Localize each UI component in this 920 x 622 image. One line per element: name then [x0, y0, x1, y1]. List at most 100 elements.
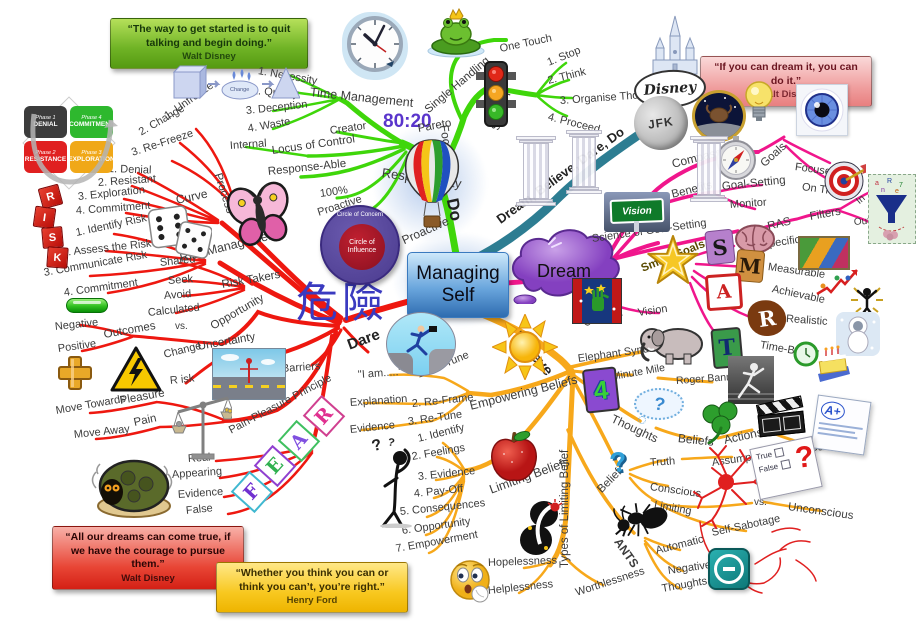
- label-risk-2: R isk: [169, 372, 195, 387]
- true-checkbox: [773, 447, 785, 458]
- fear-letter: F: [239, 479, 265, 505]
- traffic-light-icon: [474, 60, 518, 134]
- elephant-icon: [638, 320, 708, 366]
- svg-text:?: ?: [370, 436, 384, 455]
- turtle-icon: [88, 450, 174, 524]
- quote-author: Walt Disney: [182, 51, 236, 63]
- growth-chart-climbers-icon: [815, 266, 861, 298]
- tile-letter-a: A: [704, 272, 744, 312]
- label-explanation: Explanation: [349, 393, 408, 409]
- tile-letter-r: R: [745, 297, 789, 339]
- svg-text:a: a: [875, 180, 879, 187]
- label-pain: Pain: [132, 412, 158, 429]
- label-stop-1: 1. Stop: [545, 44, 583, 69]
- sun-icon: [490, 312, 560, 382]
- blue-question-icon: ?: [607, 445, 630, 479]
- ice-change-label: Change: [230, 87, 250, 93]
- quote-text: “All our dreams can come true, if we hav…: [65, 531, 231, 571]
- phase-name: EXPLORATION: [68, 156, 115, 164]
- electric-warning-icon: [108, 344, 164, 394]
- false-checkbox: [779, 459, 791, 470]
- ant-icon: [605, 494, 673, 546]
- scales-icon: [171, 388, 235, 464]
- svg-text:e: e: [895, 188, 899, 195]
- fear-letter: A: [285, 428, 313, 454]
- label-truth: Truth: [649, 455, 676, 469]
- label-outcomes: Outcomes: [102, 319, 157, 341]
- plus-cross-icon: [56, 354, 94, 392]
- frog-prince-icon: [426, 7, 486, 58]
- label-barriers: Barriers: [281, 360, 321, 375]
- clock-icon: [342, 12, 408, 80]
- svg-text:R: R: [887, 178, 892, 185]
- quote-text: “If you can dream it, you can do it.”: [714, 61, 858, 87]
- risk-block: K: [46, 246, 69, 269]
- four-minute-mile-tile: 4: [581, 366, 621, 414]
- winner-figure-icon: [848, 282, 886, 318]
- circle-of-concern-icon: Circle of Concern Circle of Influence: [320, 205, 400, 285]
- false-label: False: [757, 461, 779, 475]
- label-move-towards: Move Towards: [54, 392, 127, 417]
- circle-of-influence: Circle of Influence: [339, 224, 385, 270]
- label-time-management: Time Management: [309, 85, 414, 110]
- true-label: True: [755, 449, 773, 462]
- tightrope-road-icon: [212, 348, 286, 400]
- compass-icon: [714, 136, 758, 180]
- label-worthlessness: Worthlessness: [573, 565, 647, 599]
- circle-concern-label: Circle of Concern: [336, 212, 384, 218]
- label-avoid: Avoid: [163, 288, 192, 302]
- risk-letter: K: [53, 251, 62, 264]
- label-thoughts-ant: Thoughts: [660, 575, 709, 595]
- quote-henry-ford: “Whether you think you can or think you …: [216, 562, 408, 613]
- pillar-icon: [690, 136, 728, 202]
- risk-letter: S: [48, 231, 57, 244]
- svg-text:n: n: [881, 187, 885, 194]
- label-move-away: Move Away: [73, 423, 131, 441]
- label-monitor: Monitor: [729, 196, 767, 211]
- svg-text:?: ?: [387, 436, 396, 449]
- dare-label: Dare: [345, 326, 383, 354]
- change-phases-quadrant: Phase 1 DENIAL Phase 4 COMMITMENT Phase …: [14, 96, 124, 194]
- phase-name: COMMITMENT: [69, 121, 114, 129]
- central-title-line1: Managing: [416, 263, 500, 285]
- label-risk-takers: Risk Takers: [220, 268, 282, 291]
- label-fear-false: False: [185, 502, 214, 517]
- clover-icon: [696, 400, 742, 445]
- label-opportunity: Opportunity: [208, 292, 267, 333]
- red-question-icon: ?: [793, 440, 815, 475]
- label-reframe: 2. Re-Frame: [411, 391, 474, 410]
- phase-name: RESISTANCE: [24, 156, 67, 164]
- label-calculated: Calculated: [147, 301, 201, 319]
- risk-block: I: [32, 205, 57, 230]
- quote-author: Henry Ford: [286, 595, 338, 607]
- qmark: ?: [651, 392, 667, 415]
- hot-air-balloon-icon: [398, 138, 466, 234]
- tile-letter: R: [756, 304, 778, 332]
- label-fear-evidence: Evidence: [177, 485, 224, 501]
- label-evidence-lim: 3. Evidence: [417, 465, 476, 483]
- label-fear-appearing: Appearing: [171, 465, 223, 481]
- label-commitment-4: 4. Commitment: [63, 276, 139, 299]
- roger-bannister-photo: [728, 356, 774, 404]
- central-title-line2: Self: [441, 285, 475, 306]
- quote-text: “Whether you think you can or think you …: [235, 567, 389, 593]
- vision-sign-icon: Vision: [604, 192, 670, 232]
- dream-label: Dream: [537, 261, 592, 281]
- aplus-paper-icon: A+: [810, 394, 872, 456]
- label-helplessness: Helplessness: [487, 578, 554, 597]
- green-pill-icon: [66, 298, 108, 313]
- apple-icon: [488, 428, 540, 484]
- unfreeze-change-refreeze-icon: Change: [168, 64, 301, 112]
- apollo-patch-icon: [692, 90, 746, 142]
- quote-author: Walt Disney: [759, 89, 813, 101]
- shocked-emoji-icon: [448, 558, 494, 606]
- quote-text: “The way to get started is to quit talki…: [127, 23, 291, 49]
- quote-author: Walt Disney: [121, 572, 175, 584]
- neuron-icon: [688, 442, 768, 530]
- jfk-label: JFK: [647, 114, 675, 132]
- label-vision-2: Vision: [637, 302, 669, 319]
- label-vs-belief: vs.: [754, 497, 767, 508]
- fear-letter: E: [261, 453, 289, 479]
